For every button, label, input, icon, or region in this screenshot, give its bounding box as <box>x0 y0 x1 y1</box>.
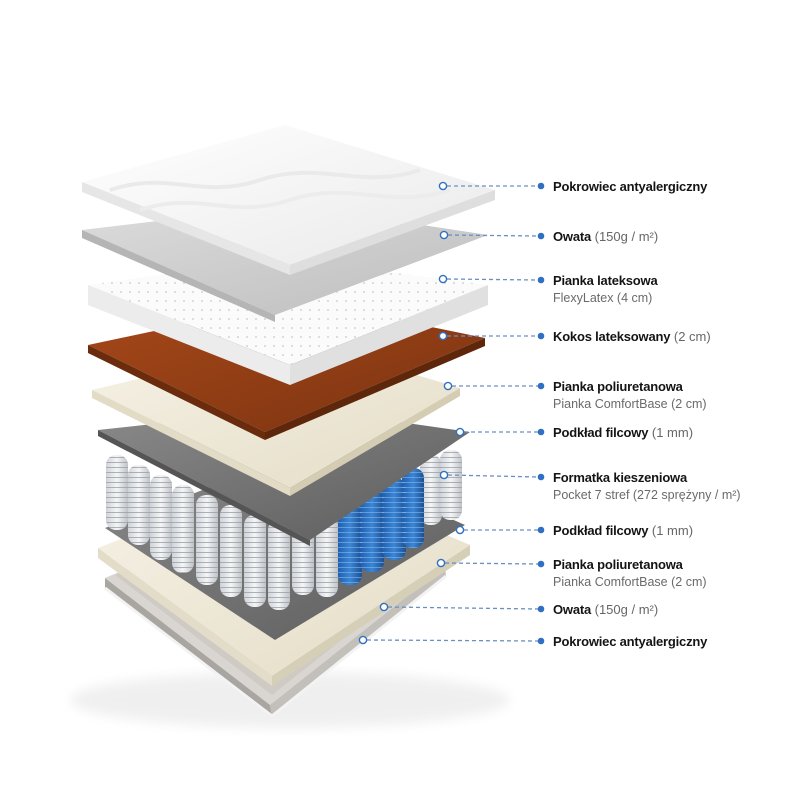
layer-label: Owata (150g / m²) <box>553 601 658 619</box>
bullet-dot-icon <box>537 182 545 190</box>
layer-label: Owata (150g / m²) <box>553 228 658 246</box>
bullet-dot-icon <box>537 232 545 240</box>
anchor-dot-icon <box>438 181 448 191</box>
anchor-dot-icon <box>455 427 465 437</box>
layer-label: Pokrowiec antyalergiczny <box>553 633 707 651</box>
layer-label: Kokos lateksowany (2 cm) <box>553 328 711 346</box>
layer-title: Podkład filcowy <box>553 425 649 440</box>
layer-subtitle: FlexyLatex (4 cm) <box>553 290 653 305</box>
bullet-dot-icon <box>537 637 545 645</box>
anchor-dot-icon <box>455 525 465 535</box>
layer-label: Podkład filcowy (1 mm) <box>553 424 693 442</box>
layer-title: Kokos lateksowany <box>553 329 671 344</box>
layer-detail: (1 mm) <box>648 523 694 538</box>
layer-detail: (150g / m²) <box>591 602 659 617</box>
layer-detail: (150g / m²) <box>591 229 659 244</box>
layer-detail: (1 mm) <box>648 425 694 440</box>
anchor-dot-icon <box>438 274 448 284</box>
bullet-dot-icon <box>537 473 545 481</box>
anchor-dot-icon <box>379 602 389 612</box>
layer-subtitle: Pocket 7 stref (272 sprężyny / m²) <box>553 487 741 502</box>
anchor-dot-icon <box>439 230 449 240</box>
leader-lines <box>358 181 545 645</box>
layer-label: Podkład filcowy (1 mm) <box>553 522 693 540</box>
layer-title: Pokrowiec antyalergiczny <box>553 179 708 194</box>
bullet-dot-icon <box>537 276 545 284</box>
leader-line <box>366 639 539 642</box>
layer-title: Pianka poliuretanowa <box>553 379 683 394</box>
anchor-dot-icon <box>443 381 453 391</box>
layer-title: Owata <box>553 602 592 617</box>
bullet-dot-icon <box>537 382 545 390</box>
layer-title: Pianka poliuretanowa <box>553 557 683 572</box>
bullet-dot-icon <box>537 560 545 568</box>
leader-line <box>387 606 539 610</box>
anchor-dot-icon <box>358 635 368 645</box>
leader-line <box>444 562 539 565</box>
layer-subtitle: Pianka ComfortBase (2 cm) <box>553 574 707 589</box>
leader-line <box>447 234 539 237</box>
layer-title: Formatka kieszeniowa <box>553 470 687 485</box>
layer-title: Pokrowiec antyalergiczny <box>553 634 708 649</box>
leader-line <box>446 278 539 281</box>
layer-title: Pianka lateksowa <box>553 273 658 288</box>
leader-line <box>447 474 539 478</box>
layer-latex <box>88 258 488 385</box>
bullet-dot-icon <box>537 428 545 436</box>
layer-label: Pokrowiec antyalergiczny <box>553 178 707 196</box>
layer-subtitle: Pianka ComfortBase (2 cm) <box>553 396 707 411</box>
bullet-dot-icon <box>537 605 545 613</box>
bullet-dot-icon <box>537 526 545 534</box>
layer-title: Owata <box>553 229 592 244</box>
anchor-dot-icon <box>436 558 446 568</box>
layer-top-cover <box>82 125 495 275</box>
layer-title: Podkład filcowy <box>553 523 649 538</box>
anchor-dot-icon <box>438 331 448 341</box>
anchor-dot-icon <box>439 470 449 480</box>
layer-detail: (2 cm) <box>670 329 711 344</box>
bullet-dot-icon <box>537 332 545 340</box>
